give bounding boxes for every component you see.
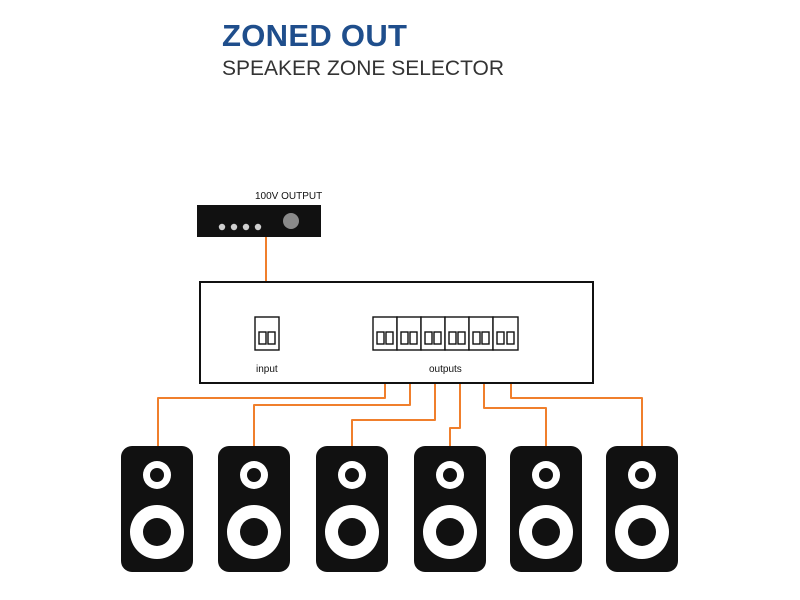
output-terminal-6 xyxy=(492,316,519,351)
amplifier-knob-1 xyxy=(218,223,226,231)
speaker-2 xyxy=(218,446,290,572)
input-terminal xyxy=(254,316,280,351)
speaker-1 xyxy=(121,446,193,572)
output-terminal-3 xyxy=(420,316,446,351)
wire-output-4 xyxy=(449,346,461,448)
output-terminal-5 xyxy=(468,316,494,351)
page-subtitle: SPEAKER ZONE SELECTOR xyxy=(222,57,505,80)
outputs-label: outputs xyxy=(429,364,462,375)
output-terminal-2 xyxy=(396,316,422,351)
page-title: ZONED OUT xyxy=(222,18,408,53)
output-terminal-1 xyxy=(372,316,398,351)
speaker-5 xyxy=(510,446,582,572)
speaker-4 xyxy=(414,446,486,572)
amplifier-body xyxy=(197,205,321,237)
input-label: input xyxy=(256,364,278,375)
zone-selector: input outputs xyxy=(199,281,594,384)
speaker-6 xyxy=(606,446,678,572)
speaker-3 xyxy=(316,446,388,572)
amplifier-volume-dial xyxy=(283,213,299,229)
amplifier-knob-3 xyxy=(242,223,250,231)
amplifier-label: 100V OUTPUT xyxy=(255,191,322,202)
output-terminals xyxy=(372,316,519,351)
output-terminal-4 xyxy=(444,316,470,351)
amplifier-knob-2 xyxy=(230,223,238,231)
amplifier-knob-4 xyxy=(254,223,262,231)
amplifier: 100V OUTPUT xyxy=(197,191,322,237)
